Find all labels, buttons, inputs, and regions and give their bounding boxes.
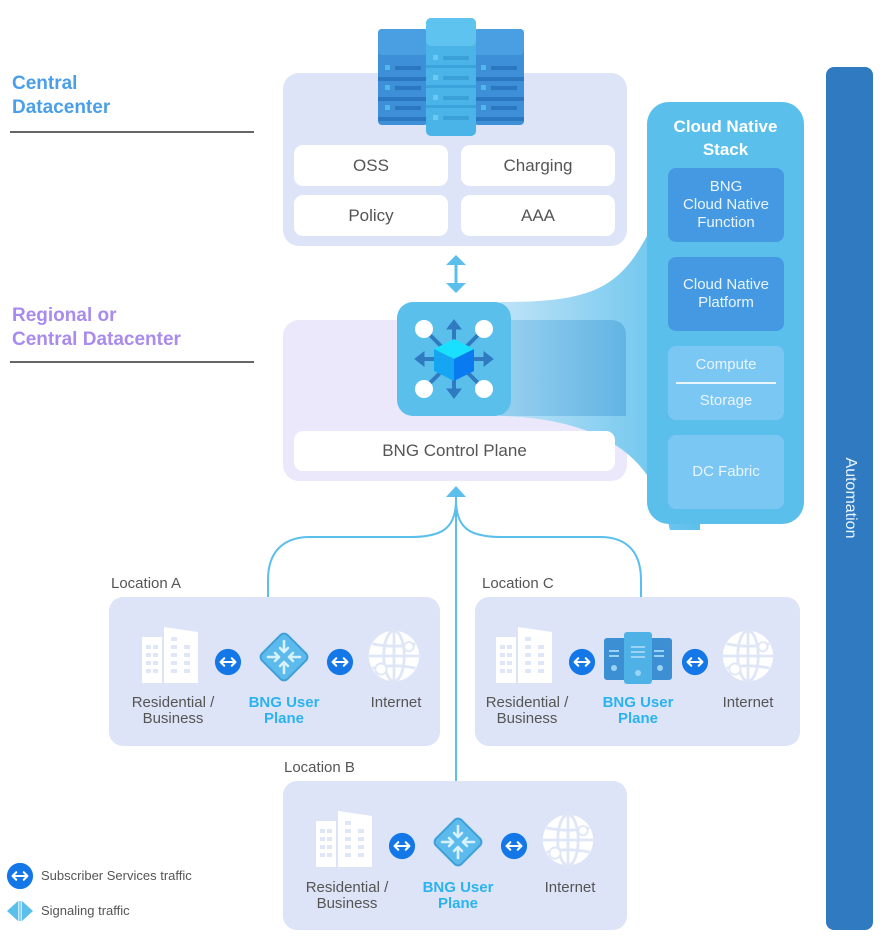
legend-subscriber-label: Subscriber Services traffic [41, 868, 192, 883]
regional-datacenter-title: Regional or Central Datacenter [12, 304, 181, 352]
subscriber-traffic-icon [326, 648, 354, 676]
residential-business-label: Residential / Business [292, 880, 402, 912]
layer-line: Platform [698, 294, 754, 311]
residential-business-label: Residential / Business [472, 695, 582, 727]
bng-control-plane-box: BNG Control Plane [294, 431, 615, 471]
bng-user-plane-server-icon [603, 630, 673, 686]
title-line: Central Datacenter [12, 329, 181, 350]
service-policy: Policy [294, 195, 448, 236]
stack-layer-dc-fabric: DC Fabric [668, 435, 784, 509]
internet-label: Internet [544, 879, 596, 896]
stack-layer-compute-storage: Compute Storage [668, 346, 784, 420]
caption-line: BNG User [422, 879, 494, 896]
layer-line: Compute [695, 356, 757, 373]
caption-line: BNG User [602, 694, 674, 711]
subscriber-traffic-icon [681, 648, 709, 676]
location-b-label: Location B [284, 759, 355, 776]
internet-globe-icon [720, 628, 776, 684]
caption-line: Residential / [305, 879, 389, 896]
caption-line: Residential / [131, 694, 215, 711]
subscriber-traffic-icon [500, 832, 528, 860]
datacenter-servers-icon [378, 18, 524, 136]
caption-line: Business [316, 895, 378, 912]
regional-divider [10, 361, 254, 363]
legend: Subscriber Services traffic Signaling tr… [6, 862, 226, 926]
connector-location-c [455, 499, 642, 602]
caption-line: Plane [617, 710, 659, 727]
central-divider [10, 131, 254, 133]
title-line: Central [12, 73, 78, 94]
signaling-traffic-legend-icon [7, 901, 33, 921]
title-line: Regional or [12, 305, 117, 326]
caption-line: Business [142, 710, 204, 727]
stack-layer-cn-platform: Cloud Native Platform [668, 257, 784, 331]
bng-user-plane-router-icon [254, 627, 314, 687]
subscriber-traffic-icon [388, 832, 416, 860]
cloud-native-stack-title: Cloud Native Stack [647, 115, 804, 161]
layer-line: Storage [699, 392, 753, 409]
internet-globe-icon [540, 812, 596, 868]
layer-divider [676, 382, 776, 384]
service-charging: Charging [461, 145, 615, 186]
arrowhead-control-plane [446, 486, 466, 497]
residential-building-icon [140, 623, 200, 683]
bng-user-plane-label: BNG User Plane [406, 880, 510, 912]
internet-label: Internet [370, 694, 422, 711]
residential-business-label: Residential / Business [118, 695, 228, 727]
service-aaa: AAA [461, 195, 615, 236]
caption-line: Plane [437, 895, 479, 912]
subscriber-traffic-icon [568, 648, 596, 676]
layer-line: Cloud Native [683, 196, 769, 213]
subscriber-traffic-legend-icon [6, 862, 34, 890]
bng-user-plane-label: BNG User Plane [586, 695, 690, 727]
layer-line: BNG [709, 178, 743, 195]
internet-label: Internet [722, 694, 774, 711]
caption-line: BNG User [248, 694, 320, 711]
title-line: Cloud Native [673, 117, 778, 136]
automation-bar [826, 67, 873, 930]
layer-line: DC Fabric [692, 463, 760, 480]
location-a-label: Location A [111, 575, 182, 592]
subscriber-traffic-icon [214, 648, 242, 676]
central-datacenter-title: Central Datacenter [12, 72, 110, 120]
control-plane-hub-icon [397, 302, 511, 416]
legend-signaling-label: Signaling traffic [41, 903, 130, 918]
residential-building-icon [314, 807, 374, 867]
connector-location-a [267, 499, 457, 602]
layer-line: Function [697, 214, 755, 231]
caption-line: Residential / [485, 694, 569, 711]
service-oss: OSS [294, 145, 448, 186]
title-line: Stack [702, 140, 749, 159]
residential-building-icon [494, 623, 554, 683]
location-c-label: Location C [482, 575, 554, 592]
internet-globe-icon [366, 628, 422, 684]
caption-line: Plane [263, 710, 305, 727]
bng-user-plane-router-icon [428, 812, 488, 872]
title-line: Datacenter [12, 97, 111, 118]
stack-layer-bng-cnf: BNG Cloud Native Function [668, 168, 784, 242]
bng-user-plane-label: BNG User Plane [232, 695, 336, 727]
signaling-arrow-icon [446, 255, 466, 293]
layer-line: Cloud Native [683, 276, 769, 293]
caption-line: Business [496, 710, 558, 727]
